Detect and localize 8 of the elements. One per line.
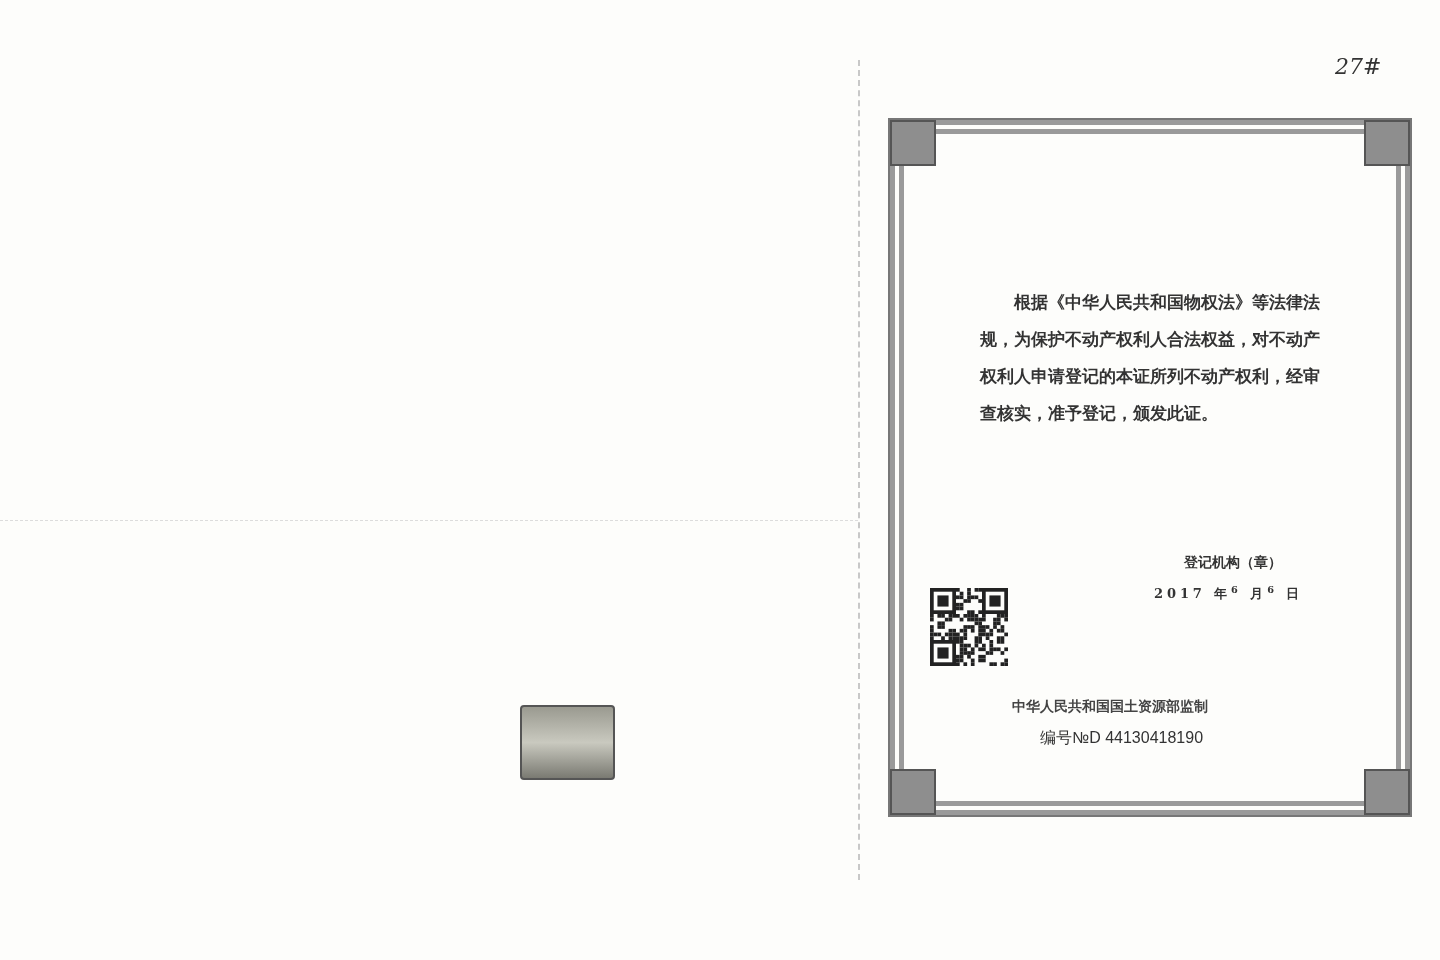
certificate-statement: 根据《中华人民共和国物权法》等法律法规，为保护不动产权利人合法权益，对不动产权利人申请登记的本证所列不动产权利，经审查核实，准予登记，颁发此证。	[980, 291, 1321, 425]
issue-date: 2017 年$^{6}$ 月$^{6}$ 日	[1154, 584, 1304, 603]
certificate-frame	[890, 120, 1410, 815]
handwritten-note: 27#	[1335, 53, 1382, 81]
supervisor-line: 中华人民共和国国土资源部监制	[1012, 697, 1208, 716]
hologram-sticker	[520, 705, 615, 780]
serial-number: 编号№D 44130418190	[1040, 728, 1204, 748]
issuer-seal-label: 登记机构（章）	[1184, 553, 1282, 572]
